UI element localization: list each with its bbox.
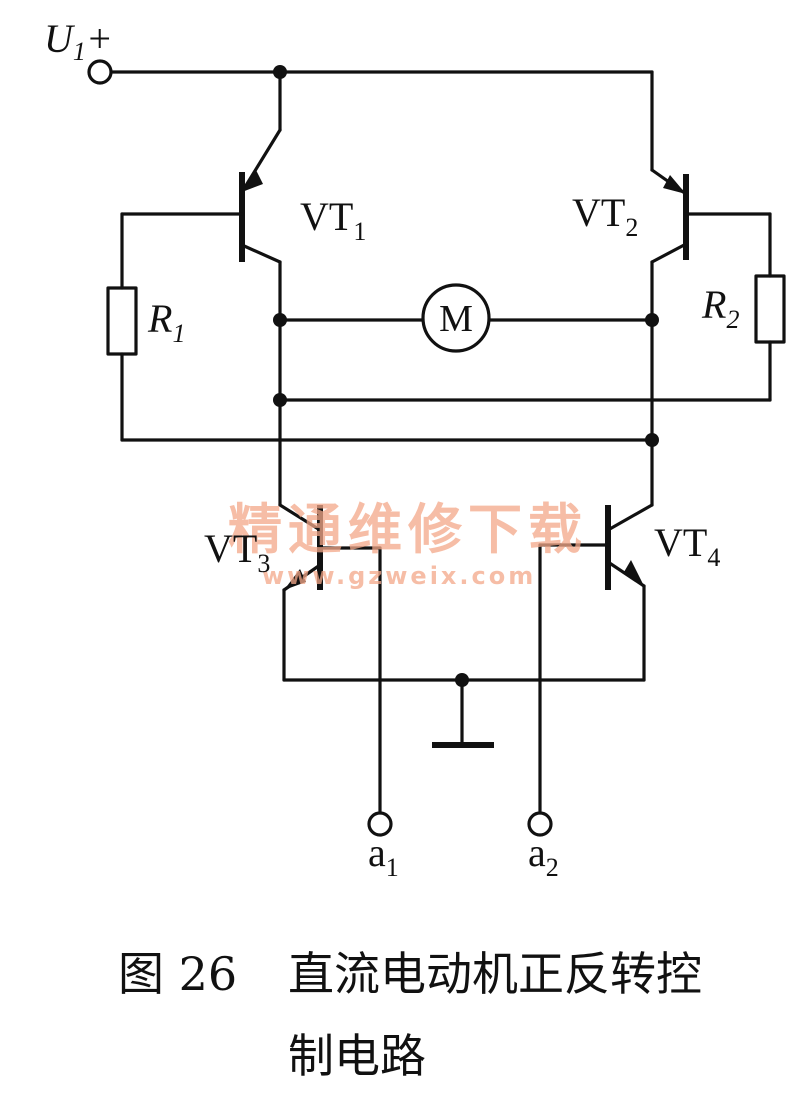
motor-label: M: [439, 298, 473, 340]
caption-line-1: 直流电动机正反转控: [288, 947, 702, 1001]
a1-label: a1: [368, 830, 399, 882]
transistor-vt2: [650, 168, 772, 507]
transistor-vt1: [120, 70, 282, 507]
terminal-a1: [367, 811, 393, 837]
terminal-a2: [527, 811, 553, 837]
vt1-label: VT1: [300, 194, 366, 246]
supply-label: U1+: [44, 16, 113, 66]
a2-label: a2: [528, 830, 559, 882]
ground: [282, 673, 646, 748]
caption-line-2: 制电路: [288, 1029, 426, 1083]
figure-number: 图 26: [118, 947, 237, 1001]
supply-rail: [110, 65, 654, 172]
vt2-label: VT2: [572, 190, 638, 242]
watermark-url: www.gzweix.com: [262, 562, 536, 590]
r1-label: R1: [147, 296, 185, 348]
motor: [273, 283, 659, 353]
watermark-title: 精通维修下载: [228, 498, 588, 561]
resistor-r2: [273, 212, 786, 407]
supply-terminal: [87, 59, 113, 85]
r2-label: R2: [701, 282, 739, 334]
vt3-label: VT3: [204, 526, 270, 578]
vt4-label: VT4: [654, 520, 720, 572]
resistor-r1: [106, 212, 659, 447]
